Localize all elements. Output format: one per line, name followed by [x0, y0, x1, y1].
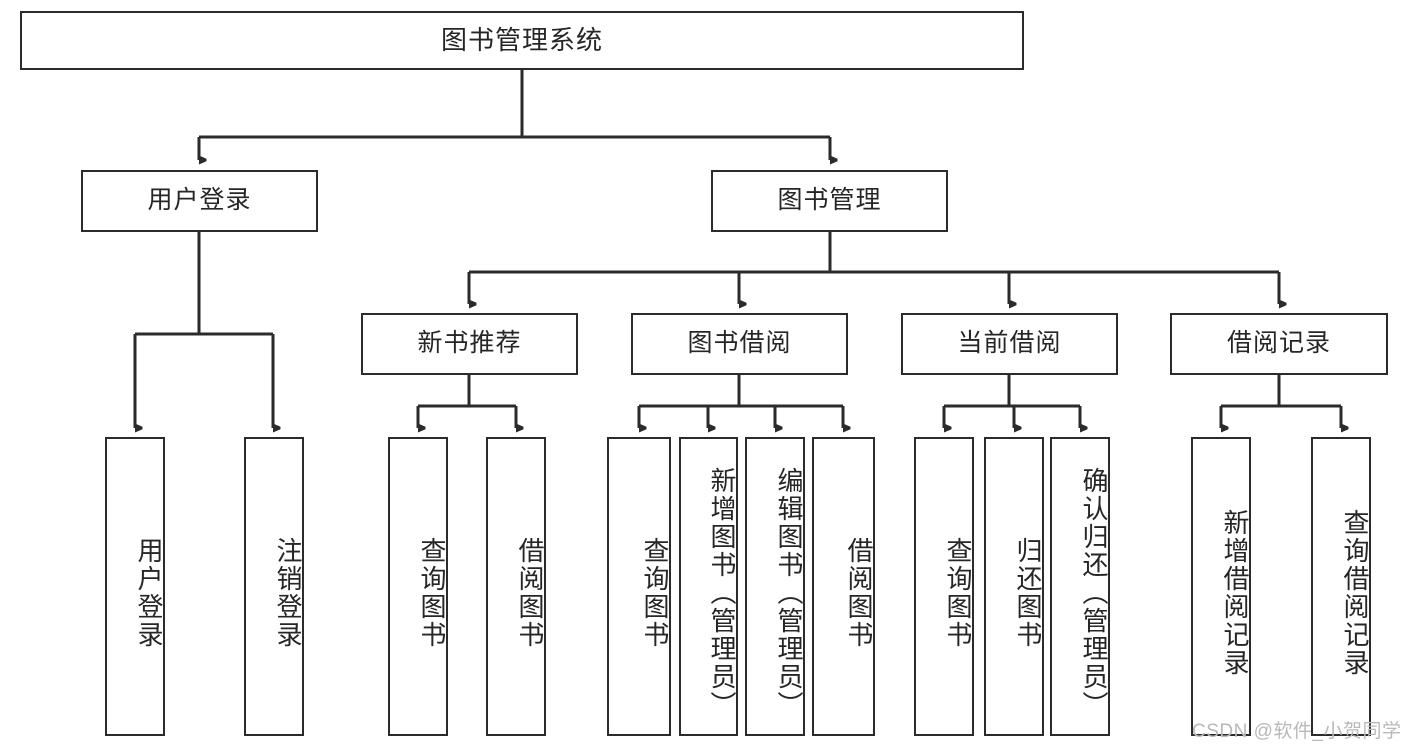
- leaf-borrow-book[interactable]: 借阅图书: [812, 437, 875, 736]
- node-borrow-record[interactable]: 借阅记录: [1170, 313, 1388, 375]
- leaf-borrow-book-recommend[interactable]: 借阅图书: [486, 437, 546, 736]
- leaf-query-book-current[interactable]: 查询图书: [914, 437, 974, 736]
- leaf-query-book-borrow[interactable]: 查询图书: [607, 437, 671, 736]
- leaf-query-borrow-record[interactable]: 查询借阅记录: [1311, 437, 1371, 736]
- leaf-query-book-recommend[interactable]: 查询图书: [388, 437, 448, 736]
- leaf-add-book-admin[interactable]: 新增图书（管理员）: [679, 437, 738, 736]
- leaf-confirm-return-admin[interactable]: 确认归还（管理员）: [1050, 437, 1110, 736]
- leaf-add-borrow-record[interactable]: 新增借阅记录: [1191, 437, 1251, 736]
- node-root[interactable]: 图书管理系统: [20, 11, 1024, 70]
- node-user-login[interactable]: 用户登录: [81, 170, 318, 232]
- leaf-return-book[interactable]: 归还图书: [984, 437, 1044, 736]
- node-book-borrow[interactable]: 图书借阅: [631, 313, 848, 375]
- node-current-borrow[interactable]: 当前借阅: [901, 313, 1118, 375]
- node-book-management[interactable]: 图书管理: [711, 170, 948, 232]
- node-new-book-recommend[interactable]: 新书推荐: [361, 313, 578, 375]
- csdn-watermark: CSDN @软件_小贺同学: [1192, 721, 1402, 742]
- leaf-logout[interactable]: 注销登录: [244, 437, 304, 736]
- leaf-edit-book-admin[interactable]: 编辑图书（管理员）: [745, 437, 805, 736]
- leaf-user-login[interactable]: 用户登录: [105, 437, 165, 736]
